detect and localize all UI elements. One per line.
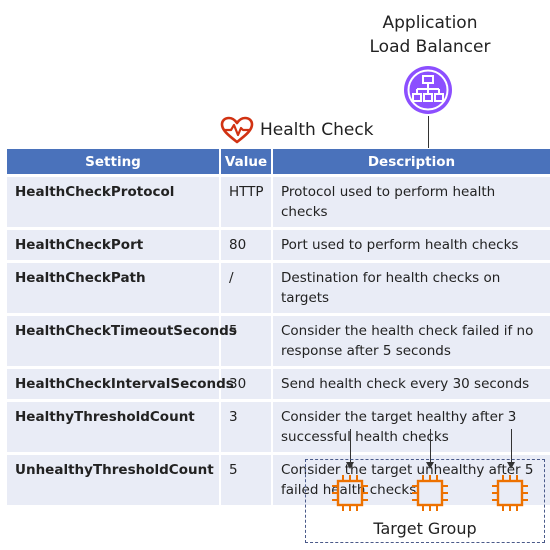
health-check-settings-table: Setting Value Description HealthCheckPro… <box>7 149 550 505</box>
table-row: HealthCheckIntervalSeconds 30 Send healt… <box>7 366 550 401</box>
health-check-arrow-line <box>350 429 351 463</box>
setting-cell: HealthCheckPath <box>7 260 221 315</box>
value-cell: 5 <box>220 452 273 505</box>
health-check-arrow-line <box>511 429 512 463</box>
value-cell: 80 <box>220 227 273 262</box>
ec2-instance-icon <box>412 475 448 511</box>
value-cell: 3 <box>220 399 273 454</box>
table-row: HealthyThresholdCount 3 Consider the tar… <box>7 399 550 454</box>
column-header-description: Description <box>272 149 550 176</box>
heart-pulse-icon <box>220 116 254 144</box>
table-row: HealthCheckProtocol HTTP Protocol used t… <box>7 174 550 229</box>
health-check-arrow-line <box>430 429 431 463</box>
table-row: HealthCheckPath / Destination for health… <box>7 260 550 315</box>
description-cell: Send health check every 30 seconds <box>272 366 550 401</box>
health-check-arrowhead <box>346 462 354 469</box>
load-balancer-title: Application Load Balancer <box>350 11 510 59</box>
value-cell: 5 <box>220 313 273 368</box>
ec2-instance-icon <box>492 475 528 511</box>
table-row: UnhealthyThresholdCount 5 Consider the t… <box>7 452 550 505</box>
load-balancer-title-line2: Load Balancer <box>369 37 491 57</box>
description-cell: Destination for health checks on targets <box>272 260 550 315</box>
application-load-balancer-icon <box>404 66 452 114</box>
description-cell: Consider the target healthy after 3 succ… <box>272 399 550 454</box>
table-row: HealthCheckPort 80 Port used to perform … <box>7 227 550 262</box>
setting-cell: HealthyThresholdCount <box>7 399 221 454</box>
value-cell: / <box>220 260 273 315</box>
setting-cell: HealthCheckIntervalSeconds <box>7 366 234 401</box>
table-header-row: Setting Value Description <box>7 149 550 176</box>
health-check-heading: Health Check <box>220 116 374 144</box>
target-group-box <box>305 459 545 543</box>
health-check-title: Health Check <box>260 120 374 140</box>
setting-cell: HealthCheckProtocol <box>7 174 221 229</box>
setting-cell: HealthCheckTimeoutSeconds <box>7 313 237 368</box>
target-group-label: Target Group <box>373 519 477 538</box>
load-balancer-connector <box>428 116 429 148</box>
table-row: HealthCheckTimeoutSeconds 5 Consider the… <box>7 313 550 368</box>
column-header-setting: Setting <box>7 149 221 176</box>
ec2-instance-icon <box>332 475 368 511</box>
value-cell: 30 <box>220 366 273 401</box>
description-cell: Protocol used to perform health checks <box>272 174 550 229</box>
value-cell: HTTP <box>220 174 273 229</box>
health-check-arrowhead <box>426 462 434 469</box>
description-cell: Consider the health check failed if no r… <box>272 313 550 368</box>
health-check-arrowhead <box>507 462 515 469</box>
setting-cell: HealthCheckPort <box>7 227 221 262</box>
description-cell: Port used to perform health checks <box>272 227 550 262</box>
setting-cell: UnhealthyThresholdCount <box>7 452 221 505</box>
load-balancer-title-line1: Application <box>382 13 478 33</box>
column-header-value: Value <box>220 149 273 176</box>
